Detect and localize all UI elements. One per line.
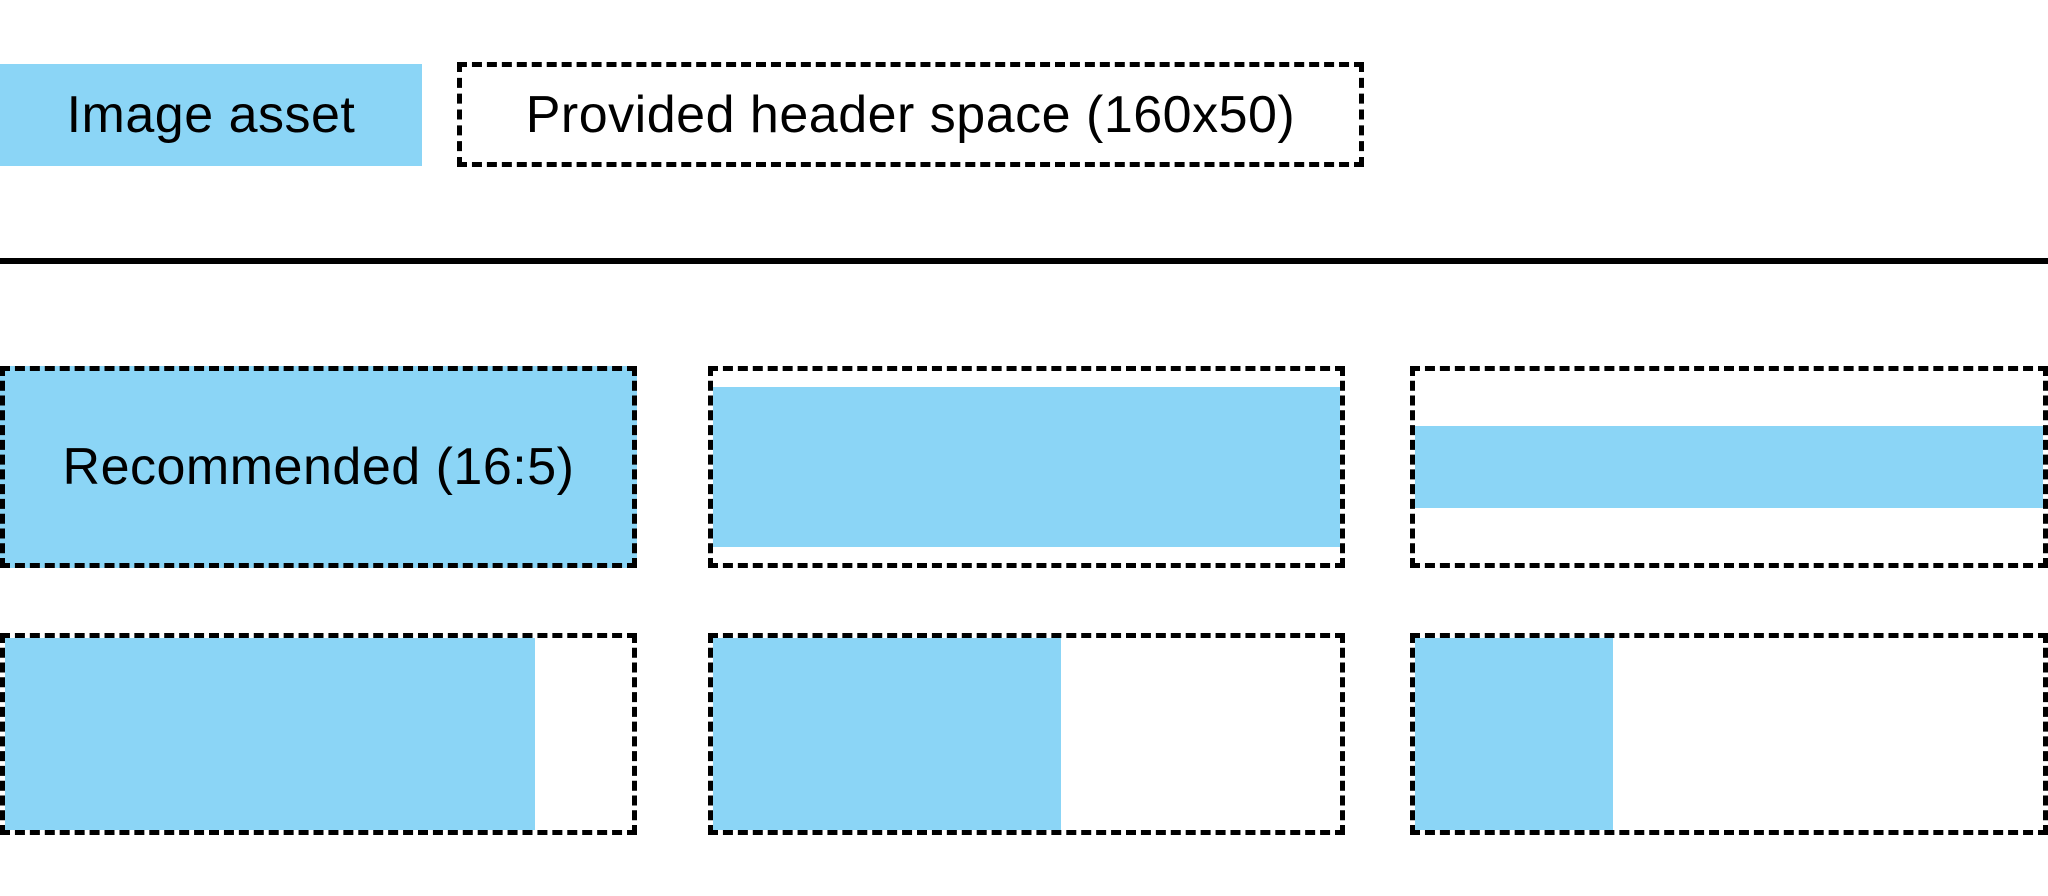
example-cell-square [1410, 633, 2048, 835]
legend-header-space-label: Provided header space (160x50) [525, 85, 1296, 144]
example-cell-tall-16x9 [708, 633, 1345, 835]
recommended-label: Recommended (16:5) [62, 438, 575, 496]
image-fill [713, 638, 1061, 830]
image-fill [5, 638, 535, 830]
section-divider [0, 258, 2048, 264]
image-fill [1415, 638, 1613, 830]
image-fill [1415, 425, 2043, 509]
image-fill [5, 371, 632, 563]
example-cell-recommended: Recommended (16:5) [0, 366, 637, 568]
example-cell-tall-large [0, 633, 637, 835]
legend-image-asset-swatch: Image asset [0, 64, 422, 166]
legend-header-space-box: Provided header space (160x50) [457, 62, 1364, 167]
legend-image-asset-label: Image asset [66, 86, 356, 144]
example-cell-wide-banner [708, 366, 1345, 568]
image-fill [713, 387, 1340, 547]
example-cell-extra-wide-strip [1410, 366, 2048, 568]
